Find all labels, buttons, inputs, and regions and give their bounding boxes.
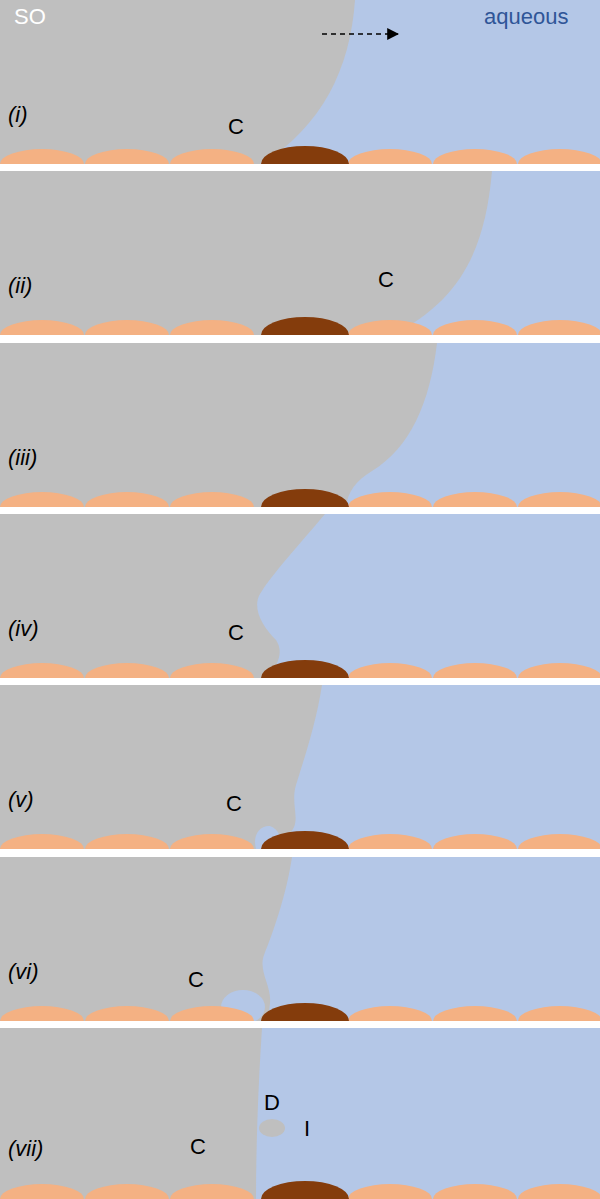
panel xyxy=(0,1028,600,1199)
panel-number: (ii) xyxy=(8,275,32,297)
panel xyxy=(0,0,600,164)
panel xyxy=(0,514,600,678)
panel-number: (v) xyxy=(8,789,34,811)
particle-label: I xyxy=(304,1118,310,1140)
panel-number: (iii) xyxy=(8,447,37,469)
point-label: C xyxy=(378,269,394,291)
point-label: C xyxy=(190,1136,206,1158)
phase-label: aqueous xyxy=(484,6,568,28)
point-label: C xyxy=(226,793,242,815)
panel-number: (i) xyxy=(8,104,28,126)
point-label: C xyxy=(188,969,204,991)
droplet-label: D xyxy=(264,1092,280,1114)
panel-number: (vii) xyxy=(8,1138,43,1160)
panel xyxy=(0,857,600,1021)
panel-number: (vi) xyxy=(8,961,39,983)
point-label: C xyxy=(228,622,244,644)
panel xyxy=(0,685,600,849)
panel-number: (iv) xyxy=(8,618,39,640)
phase-label: SO xyxy=(14,6,46,28)
point-label: C xyxy=(228,116,244,138)
panel xyxy=(0,343,600,507)
panel xyxy=(0,171,600,335)
